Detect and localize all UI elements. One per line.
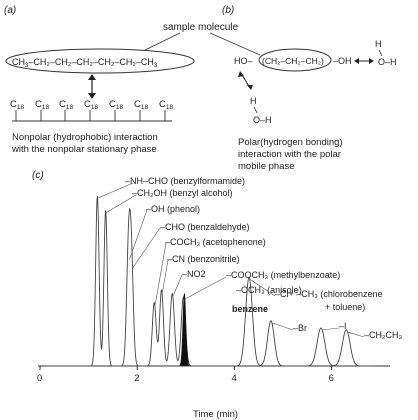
water-below-h: H [250, 96, 257, 106]
polar-caption-line1: Polar(hydrogen bonding) [238, 137, 343, 148]
panel-label-b: (b) [222, 5, 234, 16]
peak-label-8: –OCH₃ (anisole) [236, 285, 302, 295]
pointer-line-right [209, 32, 261, 56]
pointer-line-left [144, 32, 181, 51]
peak-labels: –NH–CHO (benzylformamide) –CH₂OH (benzyl … [125, 176, 402, 340]
panel-label-c: (c) [32, 170, 44, 181]
peak-label-14: –CH₂CH₃ [364, 330, 402, 340]
hbond-arrow-left-head-icon [354, 58, 359, 64]
water-right-h: H [375, 39, 382, 49]
x-tick-label-2: 4 [231, 373, 236, 384]
x-axis-label: Time (min) [193, 409, 238, 420]
leader-line-4 [154, 242, 167, 305]
peak-label-5: –CN (benzonitrile) [167, 254, 240, 264]
arrow-head-up-icon [88, 74, 96, 80]
leader-line-7 [184, 276, 227, 300]
water-below-bond [253, 106, 258, 114]
x-tick-label-1: 2 [134, 373, 139, 384]
polar-oh-right: –OH [333, 56, 352, 66]
peak-label-4: –COCH₃ (acetophenone) [165, 237, 266, 247]
nonpolar-caption-line1: Nonpolar (hydrophobic) interaction [12, 132, 158, 143]
c18-label-0: C18 [10, 99, 24, 111]
polar-ho-left: HO– [234, 56, 253, 66]
leader-line-0 [98, 182, 134, 199]
polar-chain-formula: (CH₂–CH₂–CH₂) [262, 56, 324, 66]
sample-molecule-label: sample molecule [163, 22, 238, 33]
c18-label-1: C18 [35, 99, 49, 111]
peak-label-10: –Cl+ –CH₃ (chlorobenzene [275, 289, 382, 299]
polar-caption-line2: interaction with the polar [238, 149, 341, 160]
peak-label-9: benzene [232, 304, 268, 314]
leader-line-3 [132, 227, 161, 269]
x-tick-label-0: 0 [37, 373, 42, 384]
panel-label-a: (a) [4, 5, 16, 16]
x-tick-label-3: 6 [329, 373, 334, 384]
leader-line-6 [172, 274, 183, 296]
peak-label-11: + toluene) [325, 302, 365, 312]
c18-label-5: C18 [134, 99, 148, 111]
arrow-head-down-icon [88, 93, 96, 99]
leader-line-10 [249, 279, 276, 297]
polar-caption-line3: mobile phase [238, 161, 295, 172]
leader-line-5 [162, 259, 169, 293]
c18-label-6: C18 [159, 99, 173, 111]
peak-label-0: –NH–CHO (benzylformamide) [125, 176, 245, 186]
x-axis-ticks: 0 2 4 6 [37, 366, 334, 384]
leader-line-14 [347, 331, 365, 338]
hbond-arrow-up-head-icon [238, 71, 244, 77]
water-right-oh: O–H [378, 57, 397, 67]
leader-line-1 [106, 194, 137, 213]
leader-line-13 [321, 327, 340, 331]
peak-label-2: –OH (phenol) [146, 204, 200, 214]
water-below-oh: O–H [253, 115, 272, 125]
c18-stationary-phase: C18 C18 C18 C18 C18 C18 C18 [10, 99, 173, 121]
peak-label-13: –I [339, 321, 347, 331]
peak-label-12: –Br [293, 323, 307, 333]
benzene-filled-peak [179, 292, 190, 366]
hbond-arrow-right-head-icon [369, 58, 374, 64]
hbond-arrow-down-head-icon [247, 85, 253, 90]
chromatogram: 0 2 4 6 Time (min) –NH–CHO (benzylformamide… [37, 176, 402, 420]
nonpolar-chain-ellipse [5, 48, 195, 74]
c18-label-4: C18 [109, 99, 123, 111]
water-right-bond [378, 49, 383, 57]
peak-label-7: –COOCH₃ (methylbenzoate) [226, 270, 340, 280]
nonpolar-caption-line2: with the nonpolar stationary phase [11, 144, 157, 155]
leader-line-2 [129, 209, 148, 260]
peak-label-1: –CH₂OH (benzyl alcohol) [132, 188, 233, 198]
leader-line-12 [271, 322, 294, 331]
chromatogram-trace [44, 195, 376, 367]
peak-label-leaders [98, 182, 365, 338]
peak-label-3: –CHO (benzaldehyde) [160, 222, 250, 232]
nonpolar-chain-formula: CH3–CH₂–CH₂–CH₂–CH₂–CH₂–CH3 [12, 57, 158, 69]
peak-label-6: –NO2 [182, 269, 206, 279]
polar-chain-ellipse [258, 48, 332, 72]
c18-label-3: C18 [84, 99, 98, 111]
c18-label-2: C18 [59, 99, 73, 111]
